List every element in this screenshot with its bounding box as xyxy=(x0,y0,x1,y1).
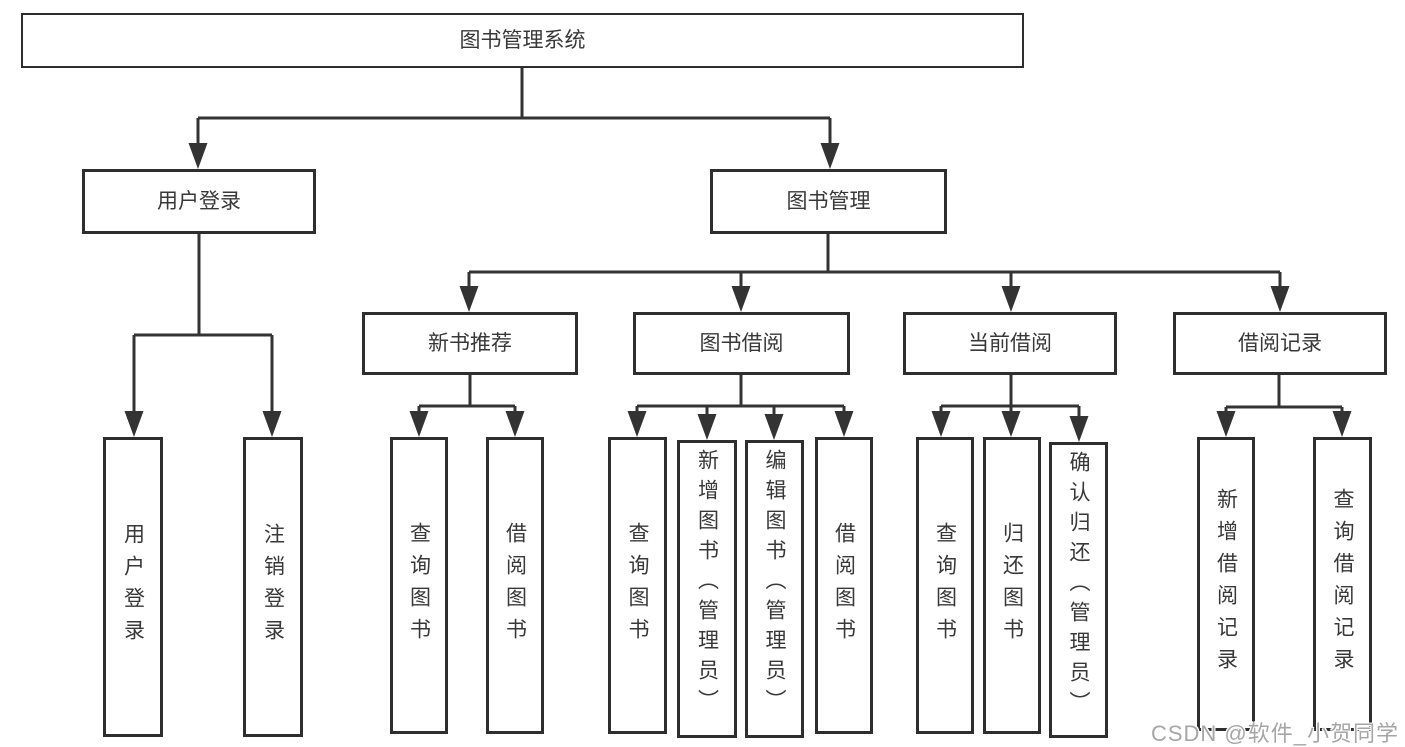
node-label: 当前借阅 xyxy=(968,331,1052,355)
node-book-management-system: 图书管理系统 xyxy=(21,13,1024,68)
node-label: 查询图书 xyxy=(933,521,957,650)
node-current-borrowing: 当前借阅 xyxy=(903,312,1117,375)
node-label: 用户登录 xyxy=(157,189,241,213)
node-label: 编辑图书（管理员） xyxy=(763,449,786,719)
leaf-confirm-return-admin: 确认归还（管理员） xyxy=(1049,442,1108,738)
node-user-login: 用户登录 xyxy=(82,169,316,234)
node-label: 新增图书（管理员） xyxy=(695,449,719,719)
leaf-user-login: 用户登录 xyxy=(103,437,163,737)
leaf-borrow-books-borrowing: 借阅图书 xyxy=(815,437,873,734)
node-label: 图书管理系统 xyxy=(459,28,586,52)
node-label: 查询图书 xyxy=(626,521,649,650)
node-label: 查询图书 xyxy=(407,521,431,650)
leaf-query-books-borrowing: 查询图书 xyxy=(608,437,667,734)
node-label: 借阅图书 xyxy=(503,521,527,650)
leaf-logout: 注销登录 xyxy=(243,437,303,737)
node-label: 用户登录 xyxy=(121,523,145,651)
node-label: 新增借阅记录 xyxy=(1214,488,1238,680)
node-label: 借阅记录 xyxy=(1238,331,1322,355)
leaf-return-books: 归还图书 xyxy=(983,437,1041,734)
node-borrowing-records: 借阅记录 xyxy=(1173,312,1387,375)
node-label: 归还图书 xyxy=(1000,521,1024,650)
node-label: 注销登录 xyxy=(261,523,285,651)
leaf-query-books-recommend: 查询图书 xyxy=(390,437,448,734)
node-book-borrowing: 图书借阅 xyxy=(633,312,850,375)
leaf-add-borrow-record: 新增借阅记录 xyxy=(1197,437,1255,731)
node-label: 确认归还（管理员） xyxy=(1067,451,1090,721)
node-book-management: 图书管理 xyxy=(710,169,947,234)
node-label: 图书借阅 xyxy=(699,331,784,355)
leaf-add-book-admin: 新增图书（管理员） xyxy=(677,440,737,738)
csdn-watermark: CSDN @软件_小贺同学 xyxy=(1150,721,1399,746)
leaf-query-borrow-record: 查询借阅记录 xyxy=(1313,437,1372,731)
leaf-borrow-books-recommend: 借阅图书 xyxy=(486,437,544,734)
node-label: 图书管理 xyxy=(786,189,871,213)
node-label: 查询借阅记录 xyxy=(1331,488,1354,680)
leaf-query-books-current: 查询图书 xyxy=(916,437,974,734)
node-label: 新书推荐 xyxy=(428,331,512,355)
leaf-edit-book-admin: 编辑图书（管理员） xyxy=(745,440,804,738)
node-label: 借阅图书 xyxy=(832,521,856,650)
node-new-book-recommendation: 新书推荐 xyxy=(362,312,578,375)
